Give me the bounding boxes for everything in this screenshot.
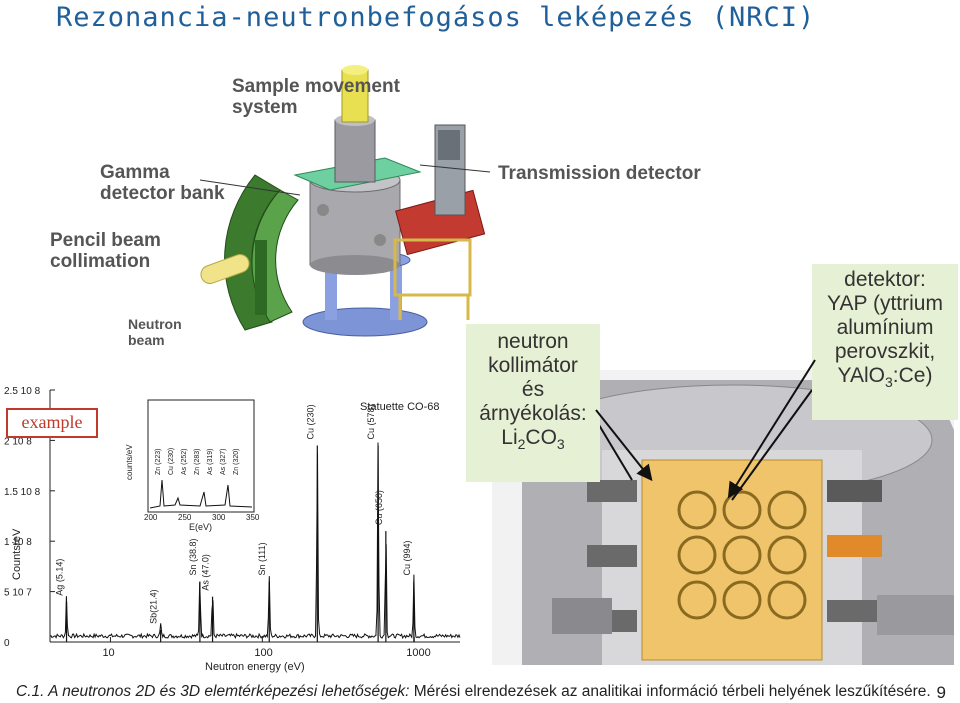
- peak-label: Sn (111): [257, 542, 267, 575]
- y-tick-label: 2 10 8: [4, 436, 32, 447]
- example-badge: example: [6, 408, 98, 438]
- label-pencil-2: collimation: [50, 251, 151, 272]
- detector-formula: YAlO3:Ce): [837, 364, 933, 391]
- page-title: Rezonancia-neutronbefogásos leképezés (N…: [56, 2, 816, 33]
- label-sample-movement-1: Sample movement: [232, 76, 400, 97]
- inset-x-tick-label: 200: [144, 513, 158, 522]
- detector-line4: perovszkit,: [834, 340, 936, 363]
- arrow-collimator: [595, 409, 653, 482]
- inset-x-label: E(eV): [189, 522, 212, 532]
- page-number: 9: [936, 683, 946, 702]
- y-tick-label: 2.5 10 8: [4, 386, 41, 397]
- inset-y-label: counts/eV: [125, 444, 134, 480]
- peak-label: Sn (38.8): [188, 538, 198, 575]
- inset-peak-label: Zn (223): [155, 449, 162, 475]
- spectrum-svg: 10 100 1000 0 5 10 7 1 10 8 1.5 10 8 2 10 8 2.5 …: [4, 386, 461, 673]
- inset-x-tick-label: 300: [212, 513, 226, 522]
- inset-peak-label: Cu (230): [168, 448, 175, 475]
- inset-x-tick-label: 250: [178, 513, 192, 522]
- y-tick-label: 0: [4, 638, 10, 649]
- y-axis-label: Counts/eV: [11, 528, 23, 580]
- inset-x-tick-label: 350: [246, 513, 260, 522]
- detector-line3: alumínium: [836, 316, 934, 339]
- label-neutron-2: beam: [128, 332, 165, 348]
- inset-frame: [147, 399, 255, 513]
- label-sample-movement-2: system: [232, 97, 298, 118]
- label-gamma-2: detector bank: [100, 183, 225, 204]
- collimator-line2: kollimátor: [488, 354, 578, 377]
- x-tick-label: 100: [254, 647, 272, 659]
- inset-trace: [149, 479, 253, 509]
- peak-label: As (47.0): [201, 554, 211, 591]
- peak-label: Cu (230): [305, 404, 315, 439]
- peak-label: Cu (650): [374, 490, 384, 525]
- peak-label: Cu (994): [402, 541, 412, 576]
- inset-peak-label: Zn (283): [194, 449, 201, 475]
- peak-label: Ag (5.14): [55, 559, 65, 596]
- collimator-line3: és: [521, 378, 545, 401]
- peak-label: Sb(21.4): [149, 589, 159, 624]
- detector-line1: detektor:: [844, 268, 926, 291]
- x-tick-label: 10: [102, 647, 114, 659]
- inset-peak-label: Zn (320): [233, 449, 240, 475]
- instrument-drawing: [199, 65, 491, 337]
- y-tick-label: 1 10 8: [4, 537, 32, 548]
- y-tick-label: 1.5 10 8: [4, 487, 41, 498]
- chart-title: Statuette CO-68: [360, 401, 440, 413]
- collimator-line4: árnyékolás:: [479, 402, 587, 425]
- inset-peak-label: As (319): [207, 449, 214, 475]
- peak-label: Cu (578): [366, 404, 376, 439]
- label-transmission: Transmission detector: [498, 163, 701, 184]
- caption-italic: C.1. A neutronos 2D és 3D elemtérképezés…: [16, 683, 410, 700]
- label-neutron-1: Neutron: [128, 316, 182, 332]
- spectrum-trace: [49, 442, 461, 640]
- x-tick-label: 1000: [406, 647, 430, 659]
- inset-peak-label: As (252): [181, 449, 188, 475]
- collimator-formula: Li2CO3: [501, 426, 565, 453]
- x-axis-label: Neutron energy (eV): [205, 661, 305, 673]
- label-pencil-1: Pencil beam: [50, 230, 161, 251]
- arrow-detector: [727, 359, 816, 499]
- figure-caption: C.1. A neutronos 2D és 3D elemtérképezés…: [16, 683, 931, 701]
- collimator-note-box: neutron kollimátor és árnyékolás: Li2CO3: [466, 324, 600, 482]
- detector-line2: YAP (yttrium: [827, 292, 943, 315]
- inset-peak-label: As (327): [220, 449, 227, 475]
- collimator-line1: neutron: [497, 330, 569, 353]
- caption-text: Mérési elrendezések az analitikai inform…: [409, 683, 931, 700]
- y-tick-label: 5 10 7: [4, 588, 32, 599]
- spectrum-chart: 10 100 1000 0 5 10 7 1 10 8 1.5 10 8 2 10 8 2.5 …: [0, 380, 470, 680]
- instrument-schematic: Sample movement system Gamma detector ba…: [40, 60, 740, 365]
- detector-note-box: detektor: YAP (yttrium alumínium perovsz…: [812, 264, 958, 420]
- label-gamma-1: Gamma: [100, 162, 170, 183]
